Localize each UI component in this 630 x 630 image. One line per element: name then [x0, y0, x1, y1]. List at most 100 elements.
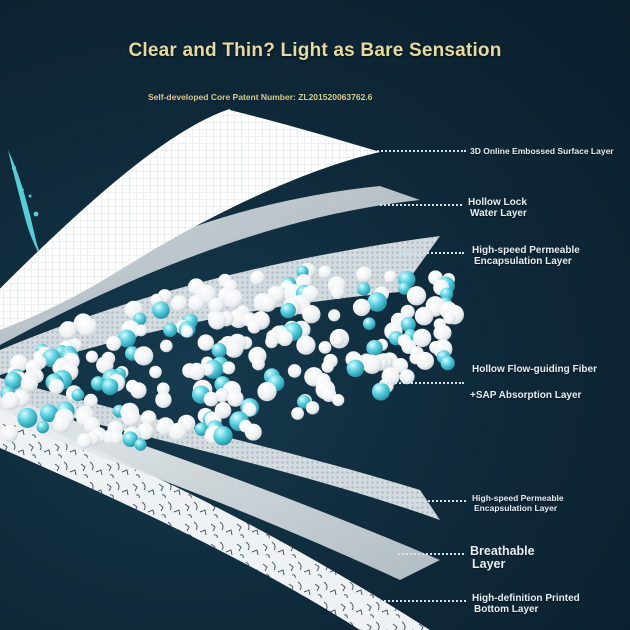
sap-bead — [346, 359, 365, 378]
leader-line — [380, 204, 462, 206]
patent-number: Self-developed Core Patent Number: ZL201… — [148, 92, 373, 102]
leader-line — [370, 150, 466, 152]
fiber-bead — [318, 341, 332, 354]
sap-bead — [122, 431, 139, 448]
fiber-bead — [332, 394, 345, 407]
layer-label-sap-absorption: +SAP Absorption Layer — [470, 390, 582, 401]
fiber-bead — [399, 369, 415, 385]
leader-line — [398, 553, 464, 555]
fiber-bead — [296, 335, 316, 355]
fiber-bead — [203, 391, 219, 407]
sap-bead — [163, 323, 178, 337]
fiber-bead — [121, 408, 141, 427]
fiber-bead — [106, 336, 122, 351]
fiber-bead — [277, 330, 293, 347]
layer-label-flow-guiding-fiber: Hollow Flow-guiding Fiber — [472, 364, 597, 375]
fiber-bead — [384, 270, 397, 283]
lower-encapsulation-layer — [0, 378, 440, 520]
fiber-bead — [77, 317, 98, 337]
fiber-bead — [134, 346, 154, 366]
fiber-bead — [356, 266, 373, 283]
fiber-bead — [400, 304, 415, 319]
fiber-bead — [155, 391, 172, 408]
sap-bead — [362, 317, 376, 331]
leader-line — [400, 252, 464, 254]
fiber-bead — [188, 294, 205, 312]
fiber-bead — [160, 339, 173, 353]
layer-label-breathable: Breathable Layer — [470, 544, 535, 571]
sap-bead — [367, 292, 387, 312]
hollow-lock-water-layer — [0, 186, 420, 345]
fiber-bead — [135, 324, 147, 337]
fiber-bead — [318, 265, 332, 279]
sap-bead — [366, 339, 383, 357]
fiber-bead — [227, 390, 244, 407]
layer-label-embossed-surface: 3D Online Embossed Surface Layer — [470, 146, 614, 156]
fiber-bead — [321, 360, 334, 373]
sap-bead — [357, 282, 371, 296]
sap-bead — [36, 420, 49, 434]
leader-line — [380, 600, 466, 602]
sap-bead — [40, 404, 58, 423]
sap-bead — [213, 426, 233, 446]
fiber-bead — [137, 423, 154, 440]
sap-bead — [440, 287, 454, 301]
fiber-bead — [215, 388, 230, 403]
fiber-bead — [362, 354, 382, 374]
fiber-bead — [251, 357, 265, 371]
fiber-bead — [330, 332, 345, 346]
fiber-bead — [287, 364, 302, 378]
sap-bead — [400, 317, 416, 332]
sap-bead — [152, 301, 170, 319]
fiber-bead — [265, 335, 278, 349]
fiber-bead — [352, 298, 371, 317]
printed-bottom-layer — [0, 410, 430, 630]
sap-bead-cluster — [0, 262, 465, 451]
sap-bead — [398, 282, 411, 295]
fiber-bead — [258, 294, 277, 312]
fiber-bead — [416, 351, 435, 370]
fiber-bead — [222, 361, 236, 375]
fiber-bead — [130, 382, 147, 399]
fiber-bead — [305, 401, 320, 415]
sap-bead — [194, 422, 208, 436]
fiber-bead — [291, 407, 304, 420]
layer-label-hollow-lock: Hollow Lock Water Layer — [468, 197, 527, 219]
fiber-bead — [76, 433, 93, 449]
layer-label-printed-bottom: High-definition Printed Bottom Layer — [472, 593, 580, 615]
fiber-bead — [1, 424, 19, 442]
fiber-bead — [197, 334, 214, 351]
fiber-bead — [229, 309, 248, 329]
fiber-bead — [149, 365, 162, 379]
fiber-bead — [257, 382, 277, 402]
fiber-bead — [169, 422, 187, 441]
fiber-bead — [109, 430, 124, 445]
layer-label-encapsulation-upper: High-speed Permeable Encapsulation Layer — [472, 245, 580, 267]
sap-bead — [17, 407, 38, 428]
sap-bead — [211, 342, 227, 358]
fiber-bead — [180, 325, 193, 338]
fiber-bead — [414, 306, 434, 326]
sap-bead — [371, 382, 390, 401]
fiber-bead — [208, 297, 225, 314]
fiber-bead — [242, 402, 257, 417]
fiber-bead — [188, 362, 206, 381]
fiber-bead — [435, 324, 452, 341]
sap-bead — [4, 372, 22, 390]
fiber-bead — [224, 338, 244, 358]
sap-bead — [440, 356, 455, 371]
fiber-bead — [1, 391, 20, 410]
fiber-bead — [393, 358, 409, 373]
page-title: Clear and Thin? Light as Bare Sensation — [128, 40, 502, 61]
fiber-bead — [331, 286, 345, 300]
fiber-bead — [20, 374, 39, 393]
fiber-bead — [244, 423, 262, 441]
fiber-bead — [223, 289, 243, 309]
leader-line — [380, 382, 464, 384]
sap-bead — [280, 302, 296, 319]
fiber-bead — [156, 382, 170, 396]
fiber-bead — [83, 393, 98, 408]
fiber-bead — [171, 295, 188, 312]
